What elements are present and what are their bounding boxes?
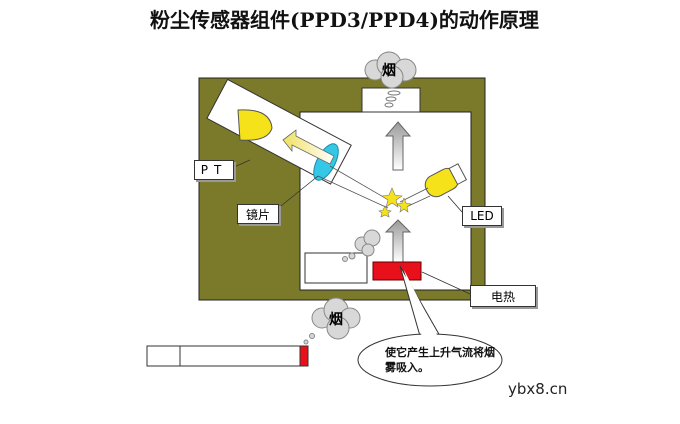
smoke-label-bottom: 烟 <box>329 312 343 328</box>
light-path-arrow <box>282 129 335 165</box>
smoke-cloud-cigarette <box>303 297 361 345</box>
airflow-arrow-top <box>384 121 412 171</box>
pt-detector-tube <box>206 78 352 185</box>
diagram-title: 粉尘传感器组件(PPD3/PPD4)的动作原理 <box>150 8 539 32</box>
smoke-cloud-inlet <box>342 229 381 262</box>
scatter-sparkles <box>378 187 412 218</box>
pt-label: PT <box>194 160 234 180</box>
heater-label: 电热 <box>470 285 536 307</box>
led-label: LED <box>462 206 502 226</box>
smoke-inlet-box <box>304 252 368 284</box>
explanation-callout <box>357 265 503 387</box>
pt-detector-bulb <box>237 109 273 141</box>
led-bulb <box>424 163 468 198</box>
smoke-outlet-box <box>361 87 421 113</box>
mirror-label: 镜片 <box>237 204 279 224</box>
callout-text: 使它产生上升气流将烟雾吸入。 <box>385 346 495 374</box>
watermark: ybx8.cn <box>508 380 568 398</box>
smoke-cloud-top <box>364 51 417 89</box>
cigarette-tip <box>299 345 309 367</box>
smoke-label-top: 烟 <box>382 63 396 79</box>
heater-element <box>372 261 422 281</box>
cigarette <box>146 345 309 367</box>
